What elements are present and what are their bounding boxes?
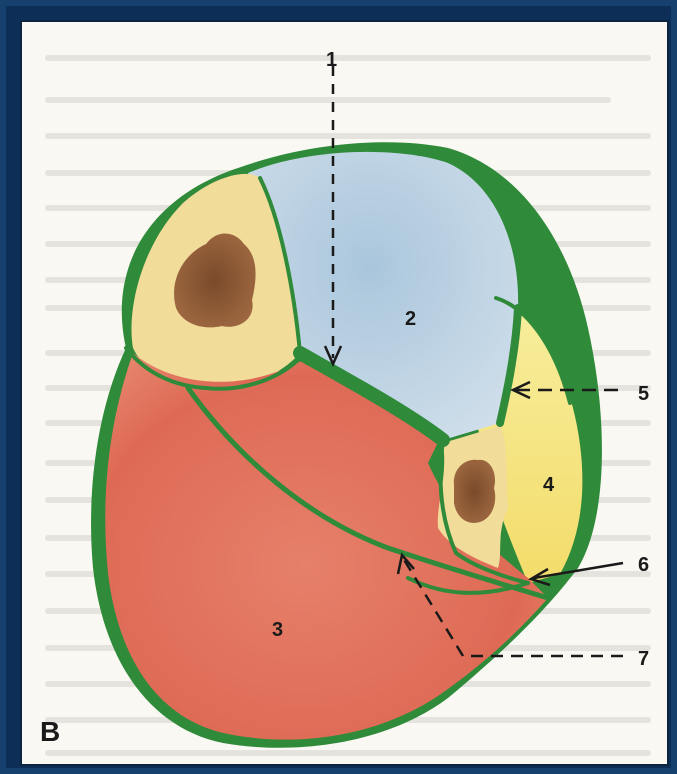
panel-letter: B	[40, 716, 60, 747]
label-2: 2	[405, 308, 416, 330]
label-6: 6	[638, 554, 649, 576]
label-7: 7	[638, 648, 649, 670]
figure-panel: 1 2 3 4 5 6 7 B	[20, 20, 669, 766]
label-3: 3	[272, 619, 283, 641]
cross-section-diagram: 1 2 3 4 5 6 7 B	[22, 22, 667, 764]
fibula-marrow	[454, 460, 495, 523]
label-4: 4	[543, 474, 555, 496]
label-1: 1	[326, 49, 337, 71]
label-5: 5	[638, 383, 649, 405]
